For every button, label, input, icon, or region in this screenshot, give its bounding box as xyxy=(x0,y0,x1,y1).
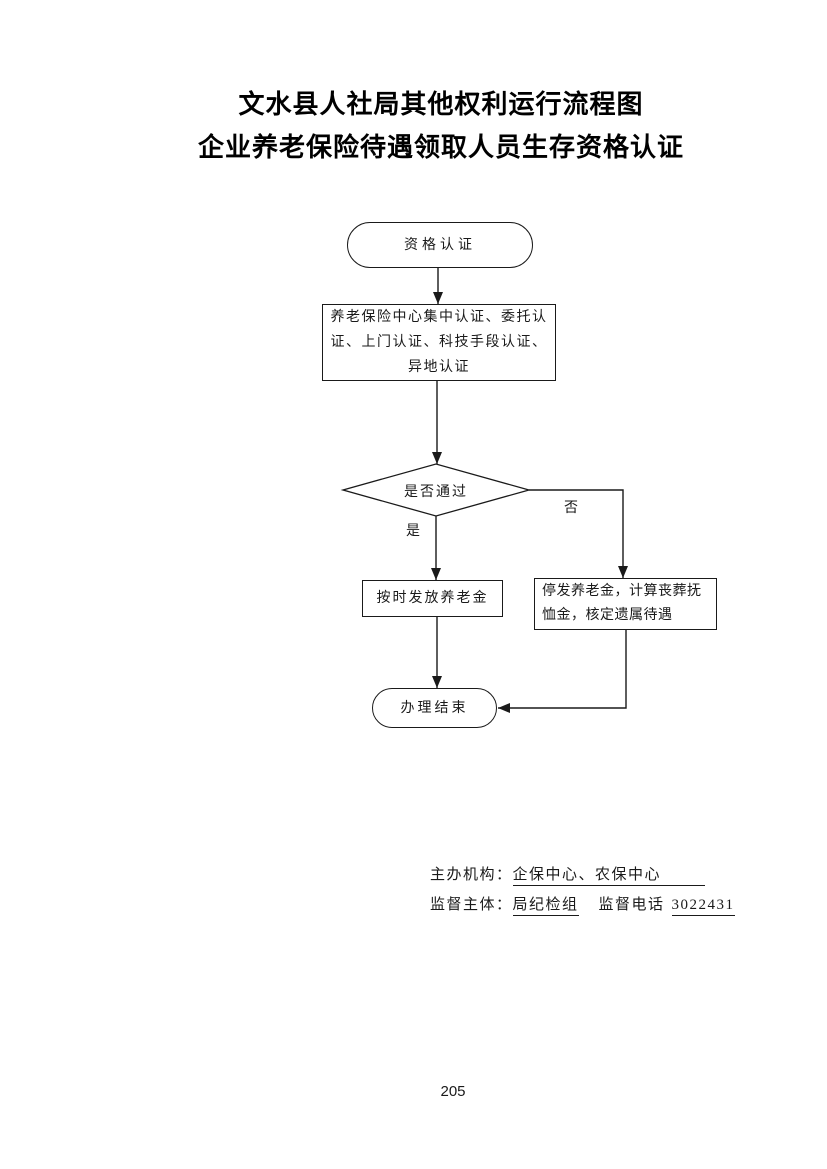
footer-supervisor-row: 监督主体：局纪检组 监督电话 3022431 xyxy=(430,890,735,920)
flow-node-end-label: 办理结束 xyxy=(400,700,469,716)
connector-stop-to-end xyxy=(498,630,627,713)
flow-node-stop-process: 停发养老金，计算丧葬抚恤金，核定遗属待遇 xyxy=(534,578,717,630)
footer-organizer-row: 主办机构：企保中心、农保中心 xyxy=(430,860,735,890)
page-number: 205 xyxy=(440,1083,466,1100)
doc-title-line1: 文水县人社局其他权利运行流程图 xyxy=(238,89,644,119)
doc-title-line2: 企业养老保险待遇领取人员生存资格认证 xyxy=(197,132,684,162)
flow-node-stop-label: 停发养老金，计算丧葬抚恤金，核定遗属待遇 xyxy=(542,584,702,623)
phone-number: 3022431 xyxy=(671,895,735,916)
organizer-label: 主办机构： xyxy=(430,867,513,883)
phone-label: 监督电话 xyxy=(598,897,665,913)
flow-node-start-label: 资格认证 xyxy=(404,237,476,253)
branch-label-no: 否 xyxy=(564,501,578,516)
flow-node-pay-label: 按时发放养老金 xyxy=(376,591,489,606)
flow-node-end-terminator: 办理结束 xyxy=(372,688,497,728)
supervisor-label: 监督主体： xyxy=(430,897,513,913)
organizer-value: 企保中心、农保中心 xyxy=(512,865,706,886)
supervisor-value: 局纪检组 xyxy=(512,895,579,916)
flow-node-decision-label: 是否通过 xyxy=(404,485,468,500)
flow-node-authentication-process: 养老保险中心集中认证、委托认证、上门认证、科技手段认证、异地认证 xyxy=(322,304,556,381)
footer-block: 主办机构：企保中心、农保中心 监督主体：局纪检组 监督电话 3022431 xyxy=(430,860,735,920)
flow-node-start-terminator: 资格认证 xyxy=(347,222,533,268)
branch-label-yes: 是 xyxy=(406,524,420,539)
flow-node-authentication-label: 养老保险中心集中认证、委托认证、上门认证、科技手段认证、异地认证 xyxy=(330,310,548,375)
connector-no-branch xyxy=(529,489,628,578)
flow-node-pay-process: 按时发放养老金 xyxy=(362,580,503,617)
